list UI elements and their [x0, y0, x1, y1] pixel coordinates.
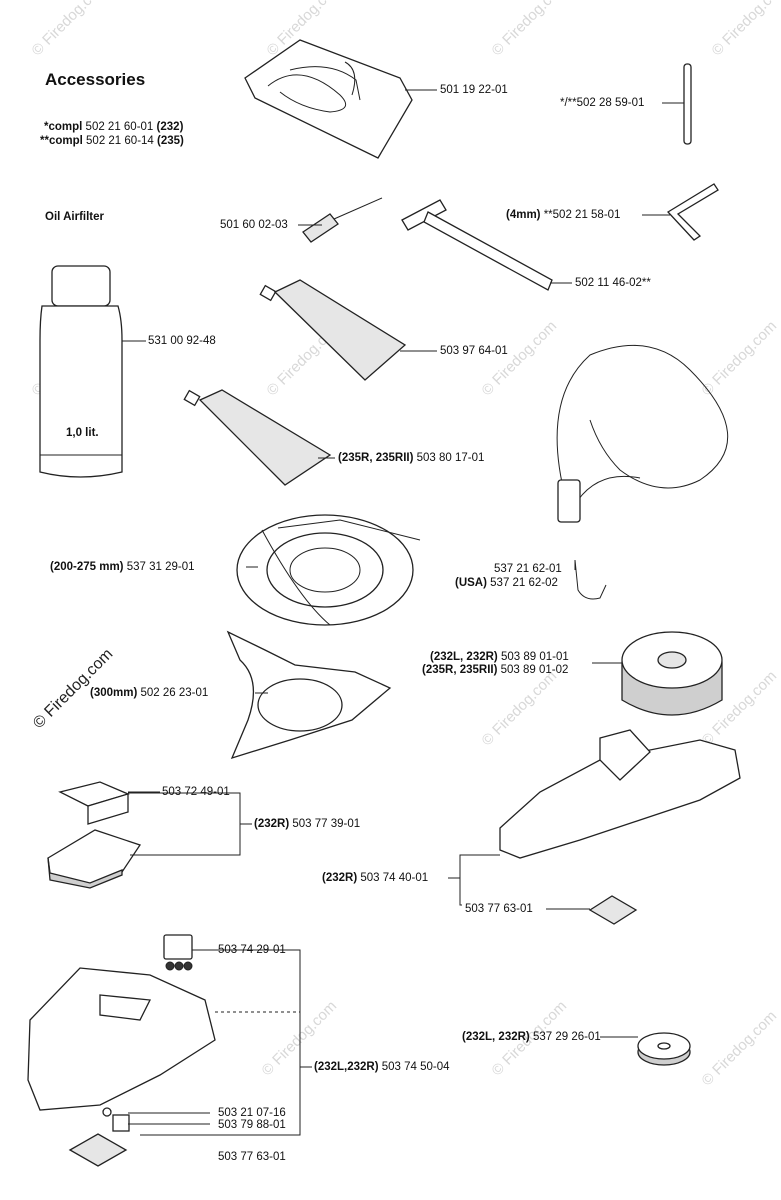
callout-label: 503 77 63-01 [218, 1151, 286, 1163]
header-note: **compl 502 21 60-14 (235) [40, 135, 184, 147]
callout-label: 503 21 07-16 [218, 1107, 286, 1119]
trimmer-head-assembly-illustration [236, 514, 421, 626]
plate-bottom-illustration [68, 1133, 128, 1167]
pin-illustration [683, 63, 692, 145]
cap-illustration [163, 934, 193, 971]
callout-label: 503 74 29-01 [218, 944, 286, 956]
callout-label: (232L, 232R) 537 29 26-01 [462, 1031, 601, 1043]
callout-label: (232R) 503 77 39-01 [254, 818, 361, 830]
callout-label: 503 97 64-01 [440, 345, 508, 357]
screwdriver-illustration [302, 197, 383, 243]
callout-label: (232L, 232R) 503 89 01-01 [430, 651, 569, 663]
callout-label: */**502 28 59-01 [560, 97, 645, 109]
header-note: *compl 502 21 60-01 (232) [44, 121, 184, 133]
oil-bottle-illustration [39, 265, 123, 478]
harness-bag-illustration [244, 39, 413, 159]
guard-300-illustration [226, 630, 392, 760]
washer-illustration [637, 1032, 691, 1066]
page-title: Accessories [45, 70, 146, 89]
callout-label: (232R) 503 74 40-01 [322, 872, 429, 884]
callout-label: (232L,232R) 503 74 50-04 [314, 1061, 450, 1073]
big-guard-illustration [27, 967, 216, 1111]
section-label: Oil Airfilter [45, 211, 104, 223]
t-wrench-illustration [401, 199, 553, 291]
callout-label: 503 77 63-01 [465, 903, 533, 915]
harness-strap-illustration [556, 344, 729, 600]
bottle-label: 1,0 lit. [66, 427, 99, 439]
grease-tube-illustration-2 [183, 389, 332, 486]
hex-key-illustration [666, 183, 719, 241]
screw-nut-illustration [102, 1107, 130, 1132]
callout-label: 503 72 49-01 [162, 786, 230, 798]
callout-label: (4mm) **502 21 58-01 [506, 209, 621, 221]
small-guard-illustration [47, 829, 142, 889]
callout-label: 502 11 46-02** [575, 277, 651, 289]
callout-label: 503 79 88-01 [218, 1119, 286, 1131]
callout-label: 501 60 02-03 [220, 219, 288, 231]
plate-illustration [588, 895, 638, 925]
callout-label: 531 00 92-48 [148, 335, 216, 347]
large-guard-illustration [499, 729, 741, 859]
leader-lines [122, 89, 684, 1136]
callout-label: (USA) 537 21 62-02 [455, 577, 558, 589]
callout-label: 537 21 62-01 [494, 563, 562, 575]
callout-label: (235R, 235RII) 503 89 01-02 [422, 664, 569, 676]
callout-label: 501 19 22-01 [440, 84, 508, 96]
grease-tube-illustration [259, 279, 407, 381]
callout-label: (300mm) 502 26 23-01 [90, 687, 209, 699]
spool-illustration [621, 631, 723, 716]
callout-label: (235R, 235RII) 503 80 17-01 [338, 452, 485, 464]
callout-label: (200-275 mm) 537 31 29-01 [50, 561, 195, 573]
bracket-illustration [58, 781, 130, 825]
